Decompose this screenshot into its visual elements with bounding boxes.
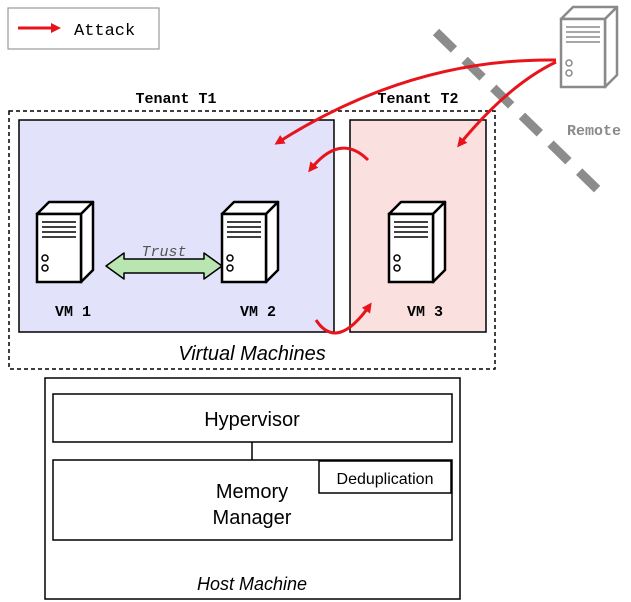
hypervisor-label: Hypervisor xyxy=(204,409,300,431)
vm-1: VM 1 xyxy=(35,200,95,321)
vm-3-label: VM 3 xyxy=(407,304,443,321)
deduplication-label: Deduplication xyxy=(337,471,434,488)
memory-manager-label-line1: Memory xyxy=(216,481,288,503)
virtual-machines-label: Virtual Machines xyxy=(178,343,325,365)
attack-arrow-t1-to-t2 xyxy=(314,302,372,335)
vm-2-label: VM 2 xyxy=(240,304,276,321)
remote-server: Remote xyxy=(559,5,621,140)
server-icon xyxy=(220,200,280,284)
vm-1-label: VM 1 xyxy=(55,304,91,321)
server-icon xyxy=(559,5,619,89)
remote-label: Remote xyxy=(567,123,621,140)
deduplication-box xyxy=(318,460,452,494)
legend-attack-label: Attack xyxy=(74,22,135,41)
attack-arrow-t2-to-t1 xyxy=(308,146,370,173)
server-icon xyxy=(387,200,447,284)
host-machine-label: Host Machine xyxy=(197,574,307,594)
trust-relationship: Trust xyxy=(105,244,223,280)
virtual-machines-container xyxy=(8,110,496,370)
tenant-t2-label: Tenant T2 xyxy=(377,91,458,108)
tenant-t1-label: Tenant T1 xyxy=(135,91,216,108)
vm-3: VM 3 xyxy=(387,200,447,321)
attack-arrows xyxy=(274,58,557,335)
attack-arrow-remote-to-t1 xyxy=(274,58,557,145)
trust-label: Trust xyxy=(141,244,186,261)
server-icon xyxy=(35,200,95,284)
memory-manager-label-line2: Manager xyxy=(213,507,292,529)
legend: Attack xyxy=(7,7,160,50)
attack-arrow-remote-to-t2 xyxy=(457,60,557,148)
host-machine: Hypervisor Memory Manager Deduplication … xyxy=(44,377,461,600)
vm-2: VM 2 xyxy=(220,200,280,321)
